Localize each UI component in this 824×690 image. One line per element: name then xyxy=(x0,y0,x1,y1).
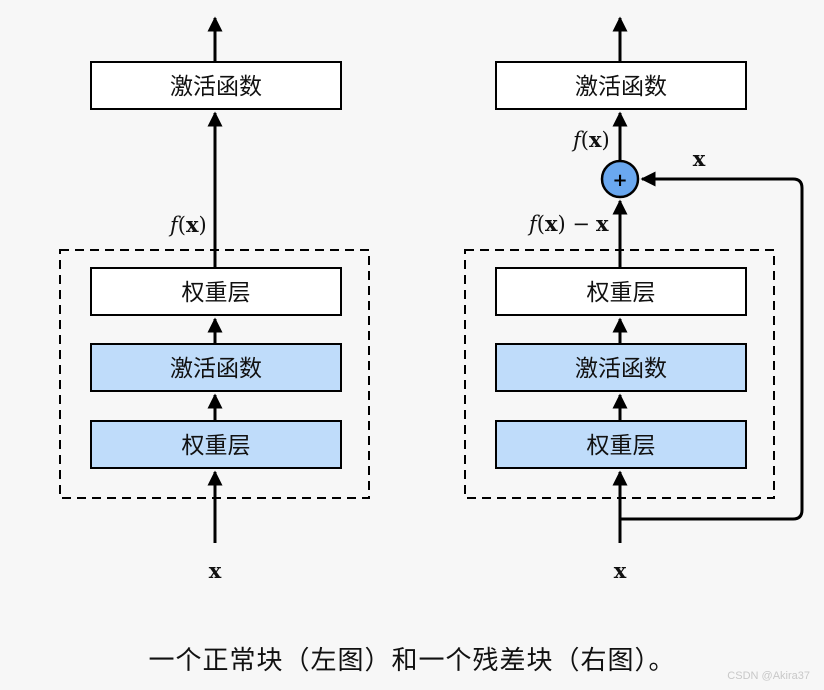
left-activation-label: 激活函数 xyxy=(170,356,262,382)
right-output-activation-label: 激活函数 xyxy=(575,74,667,100)
residual-block: 激活函数 f(x) + x f(x) −x 权重层 激活函数 权重层 x xyxy=(464,16,804,583)
left-input-label: x xyxy=(209,558,222,583)
figure-caption: 一个正常块（左图）和一个残差块（右图）。 xyxy=(148,646,676,676)
residual-label: f(x) −x xyxy=(527,211,609,236)
right-weight-layer-top-label: 权重层 xyxy=(587,280,656,306)
shortcut-connection xyxy=(620,171,804,521)
left-output-activation-box xyxy=(90,61,342,110)
shortcut-label: x xyxy=(693,146,706,171)
right-weight-layer-bottom-label: 权重层 xyxy=(587,433,656,459)
left-weight-layer-bottom-label: 权重层 xyxy=(182,433,251,459)
right-activation-label: 激活函数 xyxy=(575,356,667,382)
normal-block: 激活函数 f(x) 权重层 激活函数 权重层 x xyxy=(59,16,370,583)
left-weight-layer-top-label: 权重层 xyxy=(182,280,251,306)
watermark: CSDN @Akira37 xyxy=(727,670,810,682)
right-input-label: x xyxy=(614,558,627,583)
right-fx-label: f(x) xyxy=(571,127,610,152)
left-weight-layer-bottom-box xyxy=(90,420,342,469)
right-weight-layer-bottom-box xyxy=(495,420,747,469)
left-output-activation-label: 激活函数 xyxy=(170,74,262,100)
left-weight-layer-top-box xyxy=(90,267,342,316)
add-node-symbol: + xyxy=(612,170,627,191)
right-weight-layer-top-box xyxy=(495,267,747,316)
left-fx-label: f(x) xyxy=(168,212,207,237)
right-activation-box xyxy=(495,343,747,392)
left-activation-box xyxy=(90,343,342,392)
right-output-activation-box xyxy=(495,61,747,110)
add-node xyxy=(600,159,640,199)
